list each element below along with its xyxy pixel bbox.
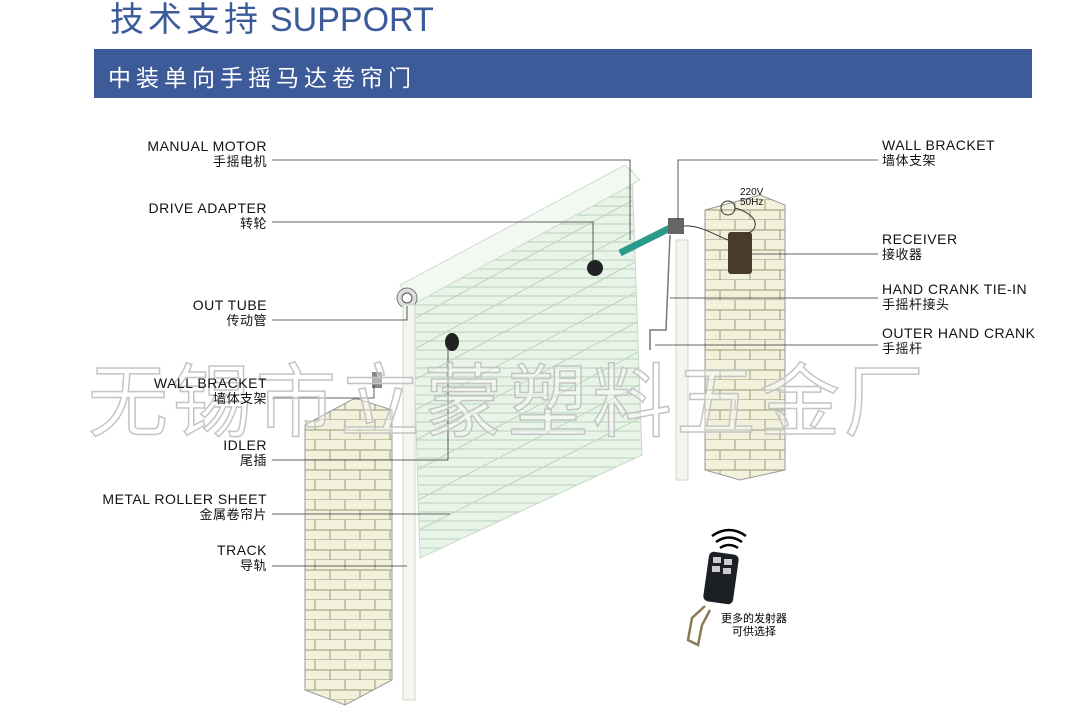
banner-text: 中装单向手摇马达卷帘门 — [108, 66, 416, 92]
remote-caption: 更多的发射器可供选择 — [721, 612, 787, 638]
label-cn: 尾插 — [239, 453, 267, 468]
label-en: TRACK — [217, 542, 267, 558]
label-cn: 墙体支架 — [882, 153, 937, 168]
title-en: SUPPORT — [270, 1, 434, 39]
drive-adapter — [587, 260, 603, 276]
leader-lines — [272, 159, 878, 567]
watermark: 无锡市立蒙塑料五金厂 — [87, 355, 928, 450]
label-cn: 导轨 — [239, 558, 267, 573]
outer-hand-crank — [649, 234, 671, 350]
label-en: WALL BRACKET — [882, 137, 996, 153]
remote-caption-line1: 更多的发射器 — [721, 612, 787, 625]
title-cn: 技术支持 — [110, 0, 262, 40]
label-cn: 传动管 — [226, 313, 267, 328]
label-cn: 金属卷帘片 — [199, 507, 267, 522]
label-en: METAL ROLLER SHEET — [102, 491, 267, 507]
right-brick-pillar — [704, 194, 786, 481]
label-cn: 手摇杆接头 — [882, 297, 950, 312]
label-en: OUT TUBE — [192, 297, 267, 313]
label-cn: 转轮 — [239, 216, 267, 231]
wall-bracket-right — [668, 218, 684, 234]
label-en: RECEIVER — [882, 231, 958, 247]
label-cn: 墙体支架 — [212, 391, 267, 406]
label-cn: 手摇电机 — [212, 154, 267, 169]
wall-bracket-left — [372, 372, 382, 388]
remote-control — [686, 528, 747, 647]
label-en: IDLER — [223, 437, 267, 453]
label-en: MANUAL MOTOR — [147, 138, 267, 154]
label-cn: 接收器 — [882, 247, 923, 262]
shutter-slats — [411, 199, 641, 531]
label-en: HAND CRANK TIE-IN — [882, 281, 1028, 297]
label-en: OUTER HAND CRANK — [882, 325, 1036, 341]
label-en: DRIVE ADAPTER — [148, 200, 267, 216]
voltage: 220V — [740, 187, 764, 198]
idler — [445, 333, 459, 351]
frequency: 50Hz — [740, 197, 764, 208]
section-banner: 中装单向手摇马达卷帘门 — [94, 49, 1032, 98]
track-left — [402, 304, 416, 701]
signal-waves-icon — [711, 528, 747, 550]
label-cn: 手摇杆 — [882, 341, 923, 356]
track-right — [675, 239, 689, 481]
receiver — [728, 232, 752, 274]
manual-motor — [618, 224, 672, 257]
remote-caption-line2: 可供选择 — [732, 625, 776, 638]
label-en: WALL BRACKET — [153, 375, 267, 391]
